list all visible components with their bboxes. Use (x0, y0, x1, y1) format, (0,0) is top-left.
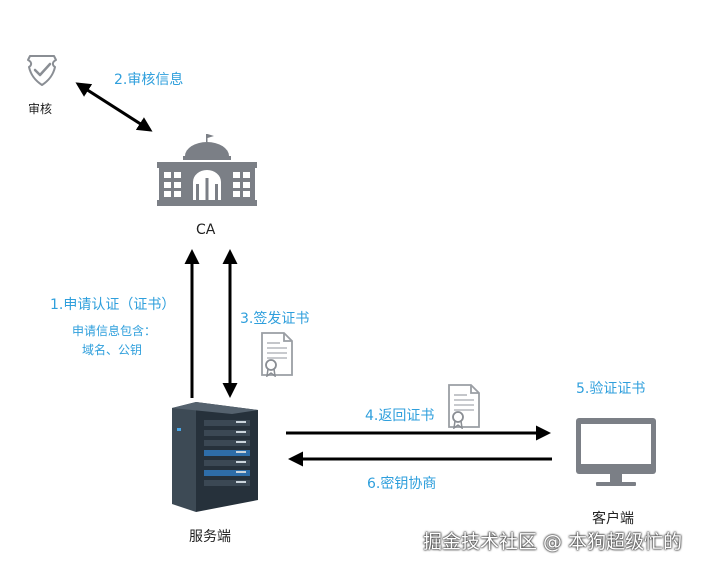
step-1-label: 1.申请认证（证书） (50, 297, 176, 313)
arrow-audit-ca (75, 82, 153, 132)
certificate-icon (261, 332, 293, 377)
step-6-label: 6.密钥协商 (367, 476, 437, 492)
certificate-icon (448, 384, 480, 429)
server-label: 服务端 (189, 529, 231, 545)
client-label: 客户端 (592, 511, 634, 527)
ca-building-icon (157, 134, 257, 206)
step-2-label: 2.审核信息 (114, 72, 184, 88)
step-1-note-line2: 域名、公钥 (82, 343, 143, 357)
server-rack-icon (172, 402, 258, 512)
monitor-icon (576, 418, 656, 486)
step-4-label: 4.返回证书 (365, 408, 435, 424)
ca-label: CA (196, 222, 216, 238)
step-1-note-line1: 申请信息包含： (72, 324, 157, 338)
step-5-label: 5.验证证书 (576, 381, 646, 397)
shield-check-icon (27, 55, 57, 86)
watermark: 掘金技术社区 @ 本狗超级忙的 (423, 531, 683, 553)
audit-label: 审核 (28, 102, 53, 116)
step-3-label: 3.签发证书 (240, 311, 310, 327)
